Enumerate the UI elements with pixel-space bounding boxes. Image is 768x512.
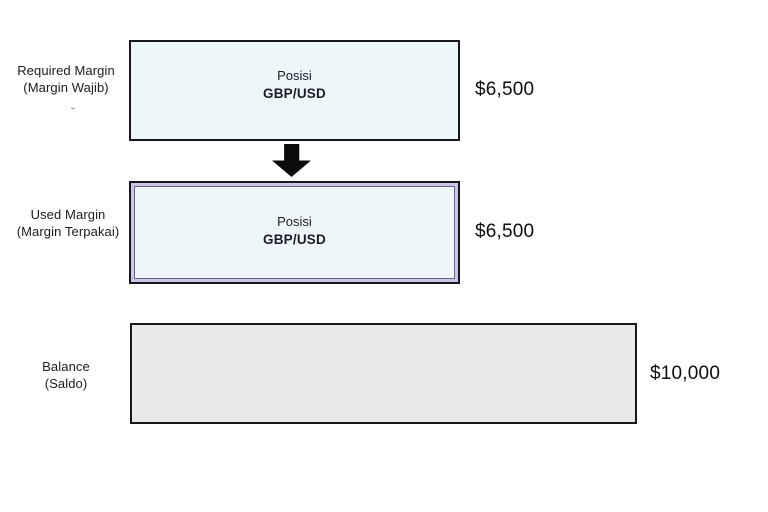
position-box-subtitle: GBP/USD [263,231,326,247]
required-margin-value: $6,500 [475,79,535,100]
position-box-title: Posisi [277,67,312,83]
position-box-subtitle: GBP/USD [263,85,326,101]
down-arrow-icon [272,144,311,177]
position-box-text: Posisi GBP/USD [263,68,326,101]
balance-label-line1: Balance [42,359,90,374]
balance-label-line2: (Saldo) [44,375,88,391]
used-margin-box: Posisi GBP/USD [129,181,460,284]
used-margin-label-line2: (Margin Terpakai) [16,223,120,239]
position-box-title: Posisi [277,213,312,229]
used-margin-label: Used Margin (Margin Terpakai) [2,207,134,240]
used-margin-box-inner: Posisi GBP/USD [134,186,455,279]
required-margin-note: - [70,99,76,115]
required-margin-label-line1: Required Margin [17,63,115,78]
required-margin-label: Required Margin (Margin Wajib) [0,63,132,96]
balance-label: Balance (Saldo) [0,359,132,392]
position-box-text: Posisi GBP/USD [263,214,326,247]
used-margin-label-line1: Used Margin [30,207,106,222]
balance-value: $10,000 [650,363,721,384]
used-margin-value: $6,500 [475,221,535,242]
required-margin-box: Posisi GBP/USD [129,40,460,141]
balance-box [130,323,637,424]
required-margin-label-line2: (Margin Wajib) [23,79,109,95]
